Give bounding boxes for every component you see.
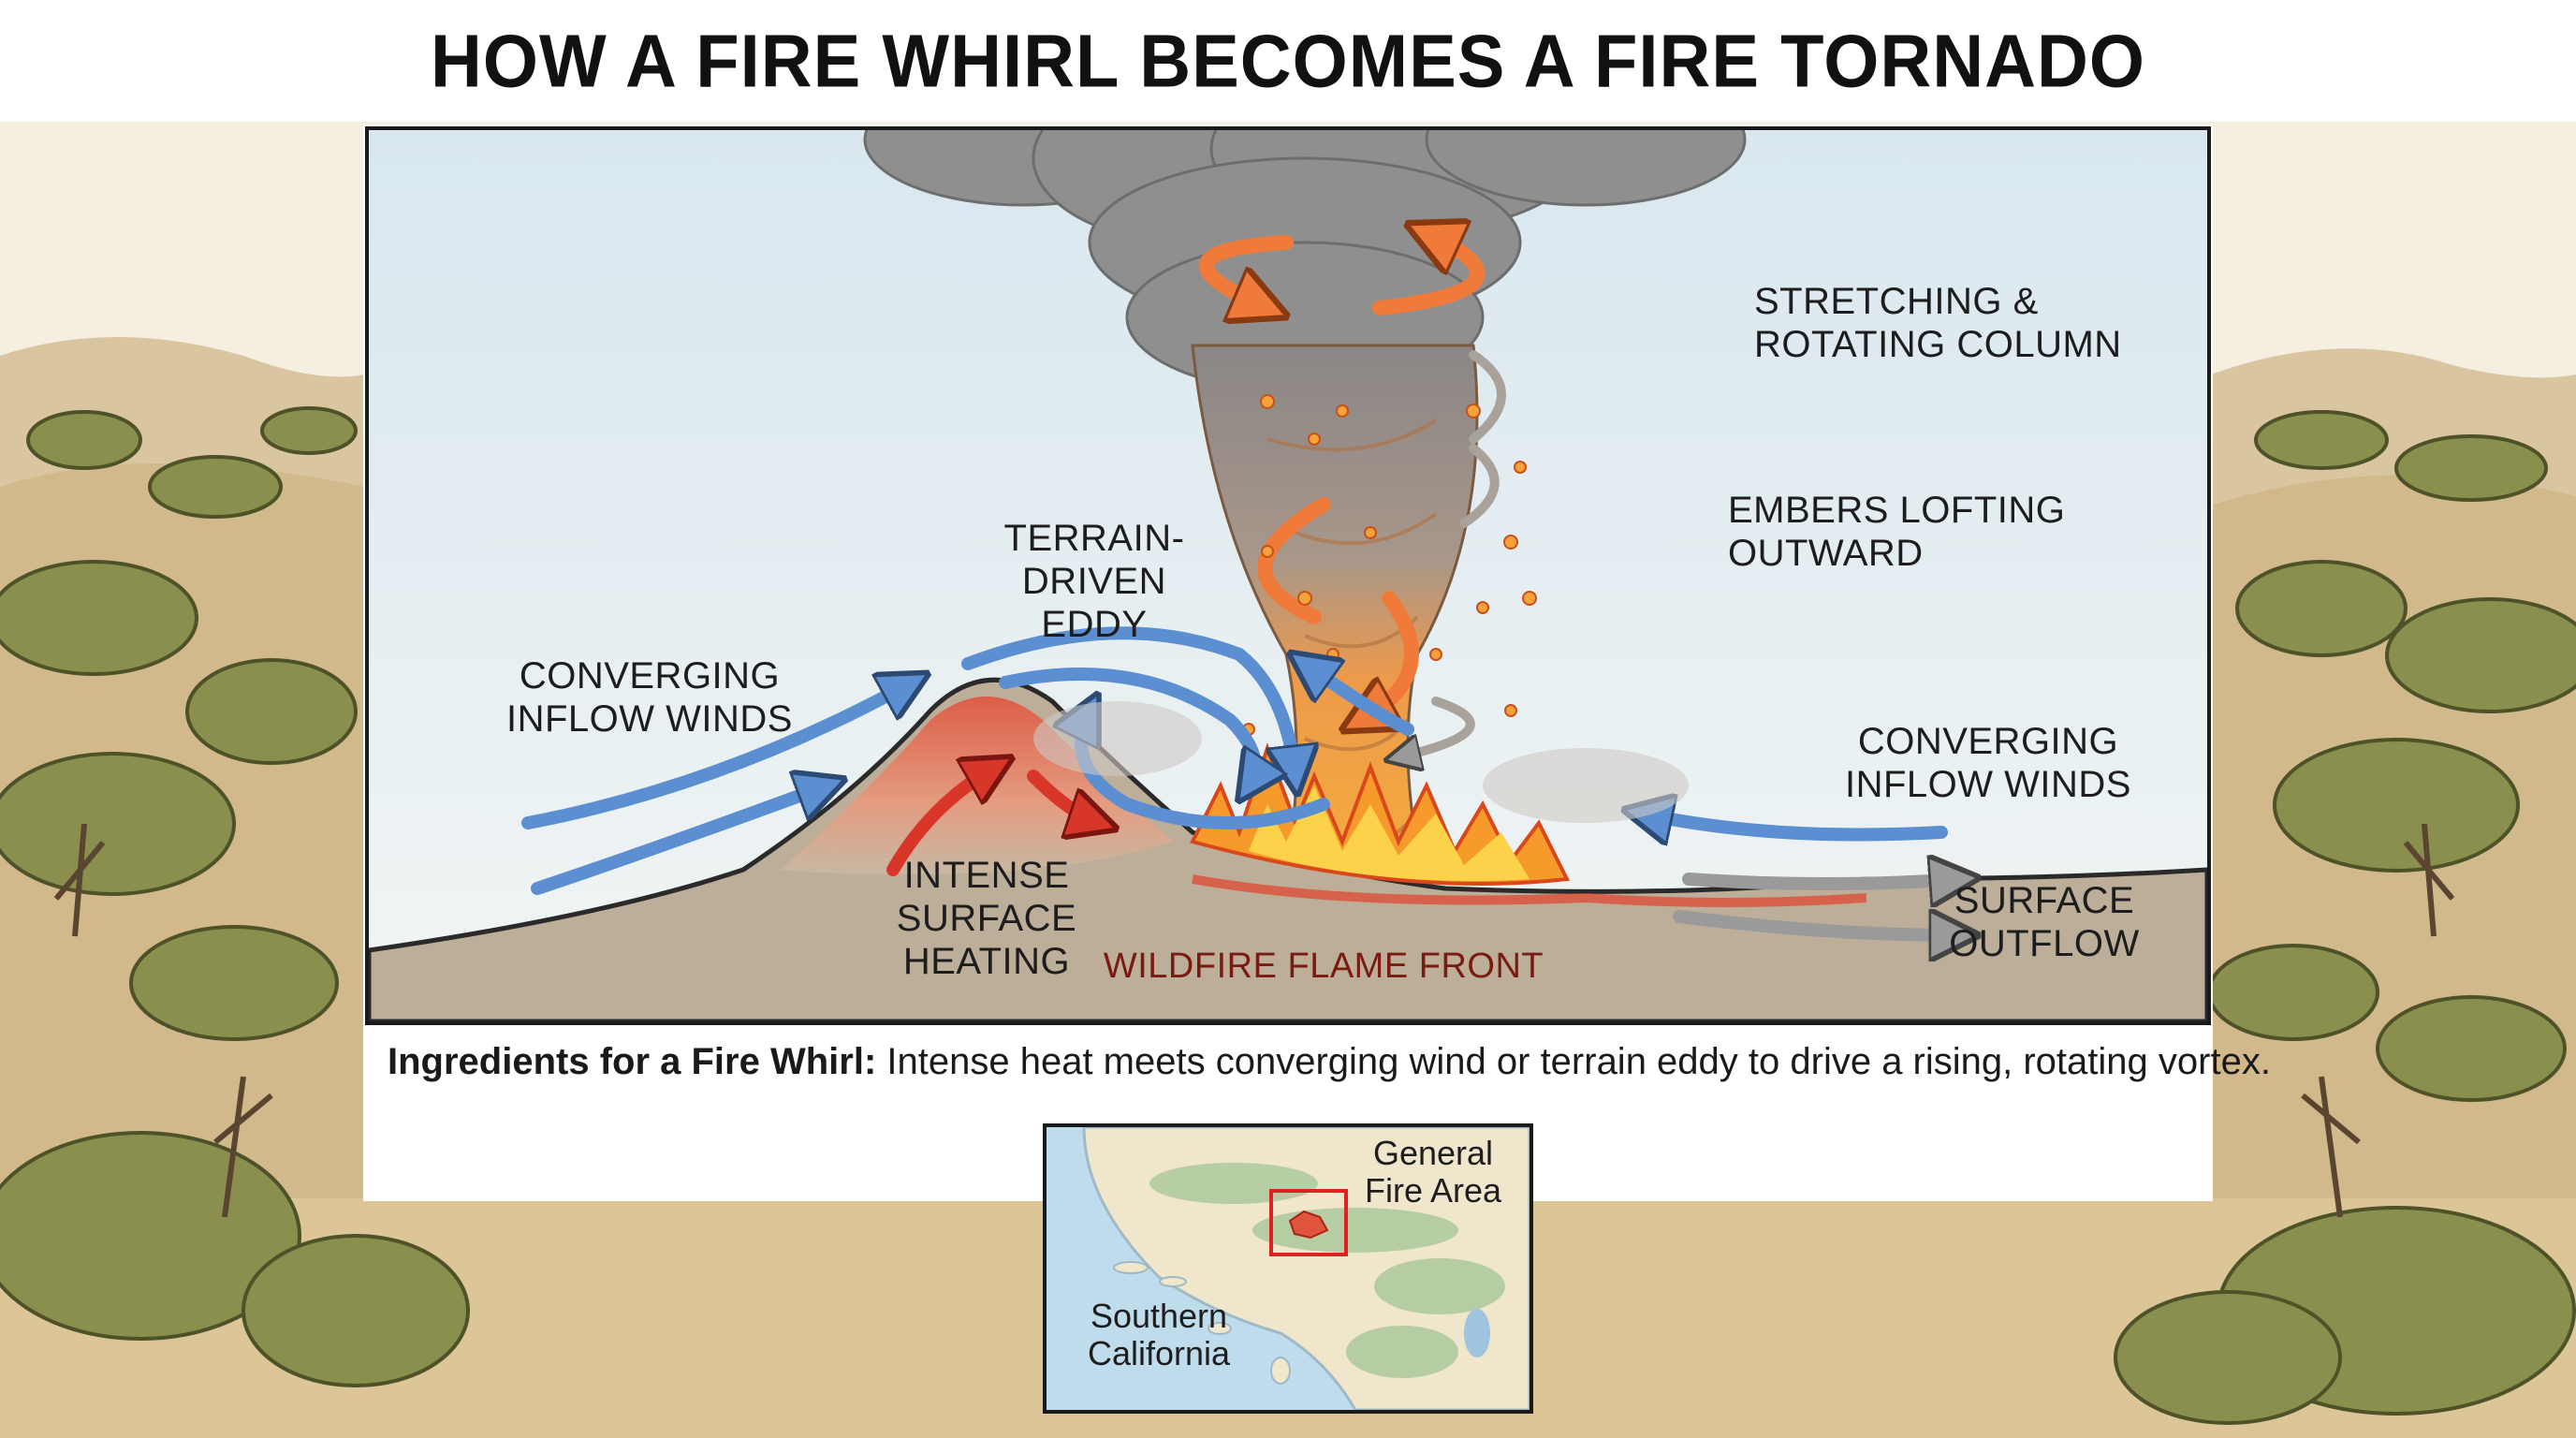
diagram-illustration xyxy=(369,130,2207,1021)
label-wildfire-flame-front: WILDFIRE FLAME FRONT xyxy=(1103,946,1544,986)
caption: Ingredients for a Fire Whirl: Intense he… xyxy=(388,1041,2271,1083)
label-stretching-column: STRETCHING &ROTATING COLUMN xyxy=(1754,281,2122,365)
caption-heading: Ingredients for a Fire Whirl: xyxy=(388,1041,877,1082)
map-icon xyxy=(1046,1127,1530,1410)
caption-text: Intense heat meets converging wind or te… xyxy=(876,1041,2271,1082)
fire-whirl-diagram: STRETCHING &ROTATING COLUMN EMBERS LOFTI… xyxy=(365,126,2211,1025)
page-title: HOW A FIRE WHIRL BECOMES A FIRE TORNADO xyxy=(430,19,2145,104)
